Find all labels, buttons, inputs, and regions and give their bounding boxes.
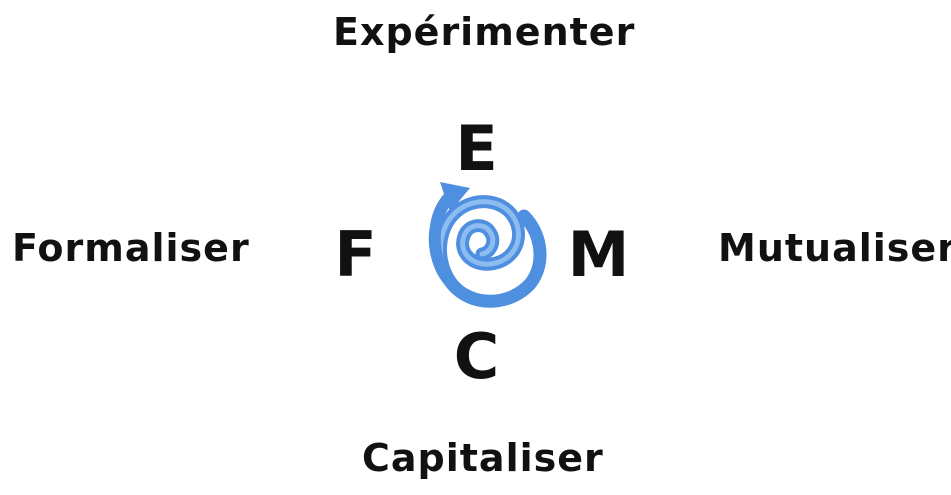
letter-f: F (334, 218, 378, 291)
letter-m: M (567, 218, 631, 291)
spiral-tail-stroke (428, 188, 458, 290)
letter-e: E (455, 112, 499, 185)
spiral-arrow-icon (428, 182, 547, 308)
label-mutualiser: Mutualiser (718, 226, 951, 270)
label-experimenter: Expérimenter (333, 10, 636, 54)
label-formaliser: Formaliser (12, 226, 250, 270)
spiral-arrowhead (440, 182, 470, 212)
spiral-highlight-stroke (438, 199, 521, 287)
letter-c: C (453, 320, 501, 393)
label-capitaliser: Capitaliser (362, 436, 604, 480)
